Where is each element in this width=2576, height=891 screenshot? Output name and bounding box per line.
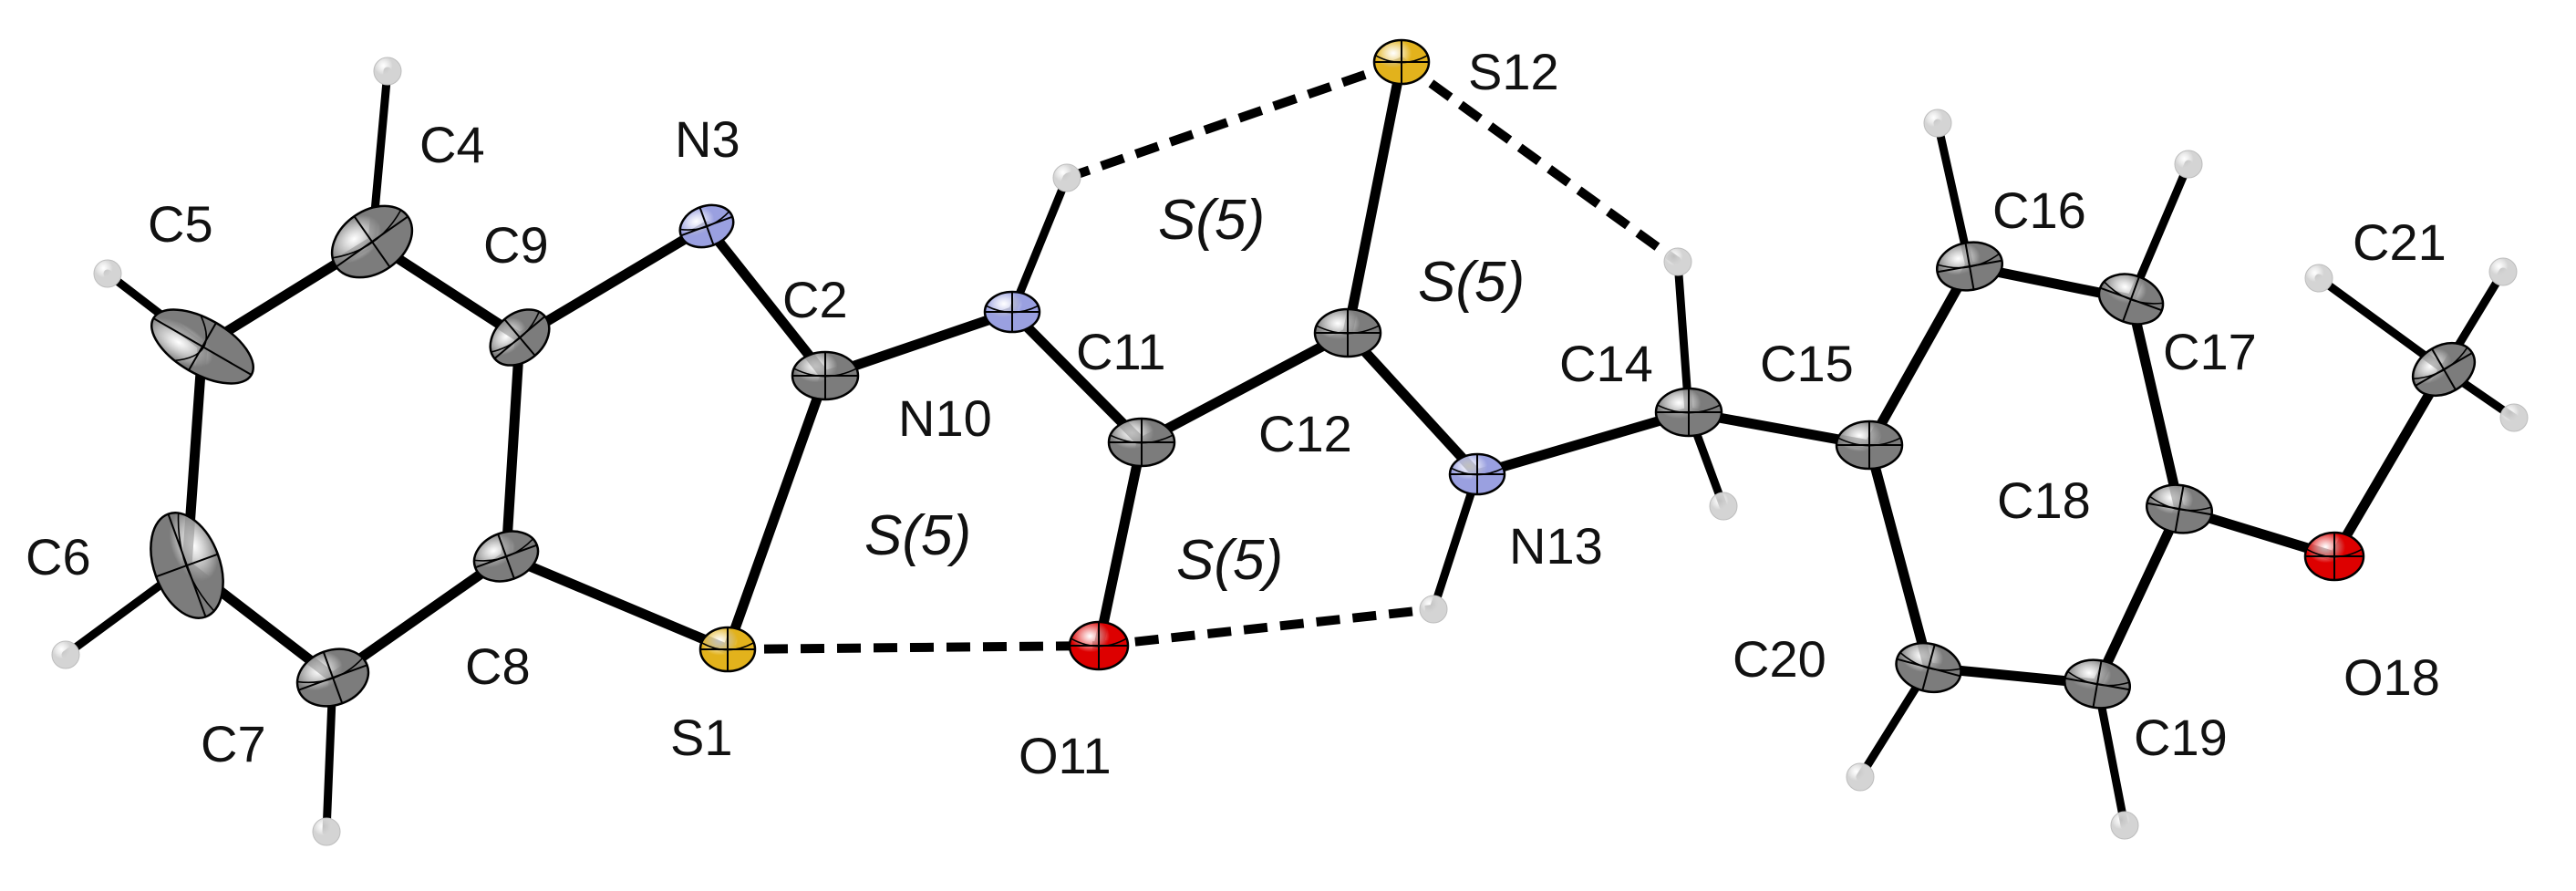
bond-C11-C12 [1136, 327, 1353, 448]
atom-C8 [472, 530, 540, 583]
bond-C15-C16 [1864, 261, 1975, 451]
atom-C16 [1936, 241, 2003, 292]
atom-label-C21: C21 [2353, 213, 2447, 271]
bond-C12-N13 [1342, 327, 1483, 480]
atom-S1 [698, 626, 757, 673]
atom-H7 [312, 817, 341, 846]
bond-C8-C9 [501, 332, 525, 562]
atom-C17 [2097, 273, 2165, 326]
atom-H21a [2304, 264, 2333, 293]
atom-H13 [1419, 595, 1448, 624]
atom-H6 [51, 640, 80, 669]
bond-N10-H10 [1008, 173, 1071, 316]
atom-H17 [2174, 150, 2203, 179]
atom-label-C2: C2 [782, 271, 848, 328]
atom-H20 [1846, 762, 1875, 792]
atom-label-C7: C7 [201, 715, 266, 772]
hbond-O11-H13 [1098, 605, 1434, 650]
atom-H16 [1923, 109, 1952, 138]
ring-motif-labels: S(5) S(5) S(5) S(5) [864, 189, 1525, 592]
atom-label-C8: C8 [465, 637, 531, 695]
ring-label-2: S(5) [864, 504, 971, 567]
hydrogen-bonds [727, 57, 1681, 654]
atom-C7 [295, 648, 370, 708]
bond-C18-C19 [2092, 503, 2185, 689]
atom-H14a [1663, 247, 1692, 276]
heavy-atoms [150, 38, 2477, 710]
atom-C11 [1107, 417, 1176, 468]
atom-H10 [1052, 163, 1081, 192]
bond-C11-O11 [1093, 437, 1147, 651]
atom-C18 [2146, 483, 2213, 534]
atom-C4 [330, 204, 414, 279]
atom-C14 [1654, 387, 1723, 438]
atom-C5 [150, 308, 254, 385]
bond-N10-C11 [1007, 306, 1147, 448]
atom-O11 [1068, 620, 1130, 671]
atom-label-C4: C4 [419, 116, 485, 173]
atom-label-N3: N3 [675, 110, 740, 168]
atom-S12 [1372, 38, 1431, 86]
bond-O18-C21 [2329, 364, 2449, 562]
bond-C9-N3 [514, 221, 712, 343]
atom-label-C9: C9 [483, 216, 549, 274]
atom-C21 [2411, 341, 2477, 398]
ring-label-3: S(5) [1176, 529, 1283, 592]
bond-S1-C8 [501, 551, 733, 655]
bond-N3-C2 [701, 221, 831, 381]
atom-label-O18: O18 [2343, 648, 2440, 706]
atom-label-C19: C19 [2134, 709, 2228, 766]
atom-label-C14: C14 [1559, 335, 1653, 392]
atom-C15 [1835, 420, 1904, 471]
atom-N13 [1448, 452, 1506, 496]
atom-C2 [791, 350, 860, 401]
atom-label-C17: C17 [2163, 323, 2257, 380]
atom-label-C20: C20 [1733, 630, 1826, 688]
atom-C20 [1895, 641, 1962, 694]
atom-O18 [2303, 531, 2365, 582]
atom-label-C5: C5 [148, 195, 213, 253]
atom-label-S1: S1 [670, 709, 733, 766]
bond-N13-C14 [1472, 407, 1694, 480]
bond-C14-H14a [1673, 257, 1693, 417]
hbond-H10-S12 [1065, 57, 1403, 182]
ring-label-1: S(5) [1418, 251, 1525, 314]
atom-label-C11: C11 [1076, 323, 1166, 380]
atom-label-C6: C6 [26, 528, 91, 585]
bond-C2-S1 [722, 370, 831, 655]
atom-label-C15: C15 [1760, 335, 1854, 392]
bond-C12-S12 [1342, 57, 1407, 338]
atom-C6 [150, 512, 224, 619]
ring-label-0: S(5) [1158, 189, 1265, 252]
atom-C12 [1313, 307, 1382, 358]
atom-label-S12: S12 [1468, 43, 1559, 100]
atom-C19 [2064, 658, 2131, 710]
hydrogen-atoms [51, 57, 2529, 846]
atom-H5 [93, 259, 122, 288]
atom-N10 [983, 290, 1041, 334]
atom-label-C12: C12 [1258, 405, 1352, 462]
atom-H14b [1709, 492, 1738, 521]
atom-H4 [373, 57, 402, 86]
atom-H21b [2488, 257, 2518, 286]
atom-label-N13: N13 [1509, 517, 1603, 575]
atom-label-C18: C18 [1997, 471, 2091, 529]
atom-label-N10: N10 [898, 389, 992, 447]
hbond-S12-H14a [1399, 57, 1681, 266]
atom-H21c [2499, 403, 2529, 432]
bond-N13-H13 [1429, 470, 1482, 614]
bond-C20-C15 [1864, 440, 1934, 673]
atom-label-O11: O11 [1019, 727, 1112, 784]
atom-label-C16: C16 [1992, 181, 2086, 239]
atom-N3 [678, 203, 735, 249]
hbond-S1-O11 [727, 641, 1100, 654]
atom-H19 [2110, 811, 2139, 840]
atom-C9 [489, 308, 551, 367]
bond-C17-C18 [2126, 294, 2185, 514]
bond-C2-N10 [820, 306, 1018, 381]
